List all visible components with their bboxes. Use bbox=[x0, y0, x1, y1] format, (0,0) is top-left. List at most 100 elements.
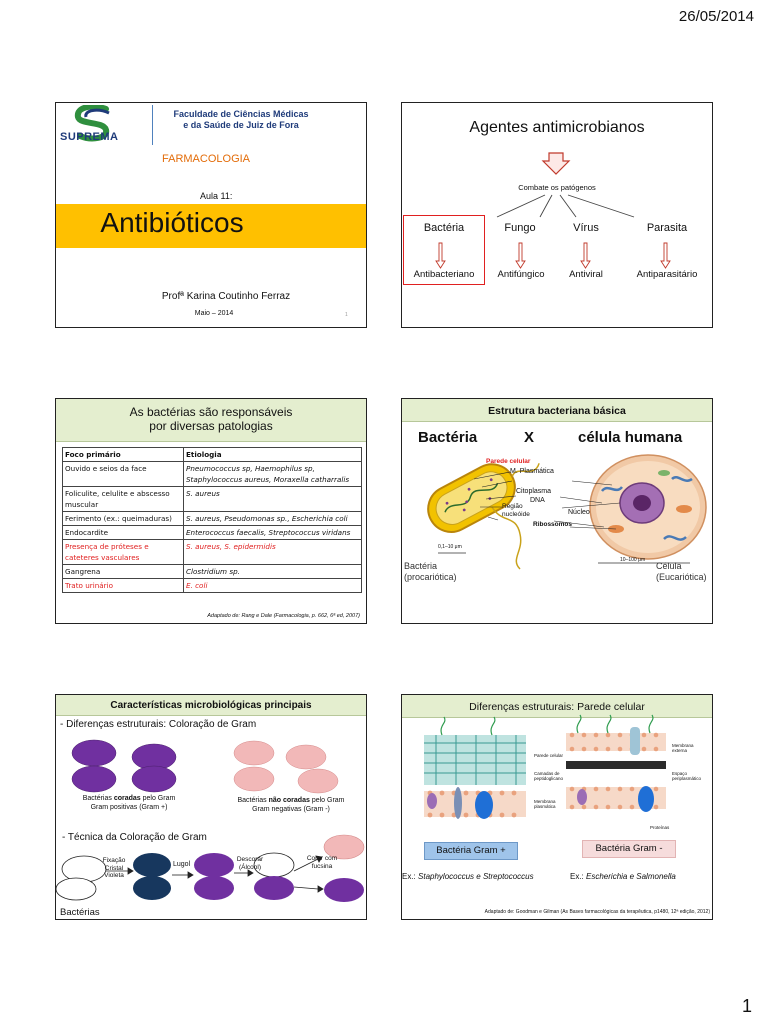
label-plasma-membrane: Membrana plasmática bbox=[534, 799, 556, 809]
examples-prefix: Ex.: bbox=[570, 872, 587, 881]
category-bacteria: Bactéria bbox=[423, 222, 465, 234]
table-row: Gangrena Clostridium sp. bbox=[62, 564, 362, 579]
step-label-decolorize: Descorar (Álcool) bbox=[230, 856, 270, 871]
gram-header-band bbox=[56, 695, 366, 716]
label-cytoplasm: Citoplasma bbox=[516, 488, 552, 495]
bacteria-footer: Bactérias bbox=[60, 907, 100, 918]
branch-virus bbox=[559, 194, 577, 218]
subject: FARMACOLOGIA bbox=[162, 153, 251, 165]
pathologies-title-line1: As bactérias são responsáveis bbox=[129, 405, 293, 419]
versus-symbol: X bbox=[524, 429, 535, 446]
slide-date: Maio – 2014 bbox=[194, 310, 234, 317]
bacteria-caption-name: Bactéria bbox=[404, 561, 438, 571]
title-banner bbox=[56, 204, 366, 248]
pathologies-title-line2: por diversas patologias bbox=[149, 419, 273, 433]
gram-positive-caption: Bactérias coradas pelo Gram Gram positiv… bbox=[64, 794, 194, 812]
step-cell-violet bbox=[133, 853, 171, 877]
table-cell-foco: Ferimento (ex.: queimaduras) bbox=[62, 511, 184, 526]
table-cell-foco: Foliculite, celulite e abscesso muscular bbox=[62, 486, 184, 512]
pathologies-table: Foco primário Etiologia Ouvido e seios d… bbox=[62, 447, 362, 593]
agent-antiviral: Antiviral bbox=[569, 269, 603, 280]
bacteria-scale-label: 0,1–10 μm bbox=[438, 544, 462, 550]
gram-positive-examples: Ex.: Staphylococcus e Streptococcus bbox=[402, 872, 534, 881]
bacteria-heading: Bactéria bbox=[418, 429, 478, 446]
human-cell-heading: célula humana bbox=[578, 429, 683, 446]
small-arrow-3 bbox=[580, 242, 591, 269]
slide-gram-staining: Características microbiológicas principa… bbox=[55, 694, 367, 920]
label-ribosomes: Ribossomos bbox=[533, 521, 573, 528]
logo-text: SUPREMA bbox=[60, 131, 119, 143]
caption-text: Bactérias bbox=[237, 797, 269, 804]
step-label-line: Corar com bbox=[306, 855, 338, 862]
label-cell-wall: Parede celular bbox=[486, 458, 531, 465]
gram-negative-cell bbox=[285, 744, 327, 770]
gram-negative-examples: Ex.: Escherichia e Salmonella bbox=[570, 872, 676, 881]
table-row: Ouvido e seios da face Pneumococcus sp, … bbox=[62, 461, 362, 487]
agent-antifungal: Antifúngico bbox=[497, 269, 545, 280]
step-label-lugol: Lugol bbox=[173, 861, 191, 868]
agent-antibacterial: Antibacteriano bbox=[413, 269, 475, 280]
arrows-diagram bbox=[435, 152, 671, 269]
table-cell-foco: Endocardite bbox=[62, 525, 184, 540]
slide-number: 1 bbox=[345, 312, 348, 318]
step-cell-violet bbox=[133, 876, 171, 900]
bacteria-highlight-box bbox=[403, 215, 485, 285]
step-cell-lugol bbox=[194, 853, 234, 877]
wall-header-band bbox=[402, 695, 712, 718]
gram-negative-box: Bactéria Gram - bbox=[582, 840, 676, 858]
institution-name: Faculdade de Ciências Médicas e da Saúde… bbox=[156, 109, 326, 131]
gram-negative-cell bbox=[233, 766, 275, 792]
page-number: 1 bbox=[741, 996, 752, 1016]
step-label-line: (Álcool) bbox=[238, 863, 262, 871]
label-peptidoglycan: Camadas de peptidoglicano bbox=[534, 771, 564, 781]
caption-text: pelo Gram bbox=[140, 795, 176, 802]
pathologies-title: As bactérias são responsáveis por divers… bbox=[56, 405, 366, 433]
label-dna: DNA bbox=[530, 497, 545, 504]
label-periplasmic-space: Espaço periplasmático bbox=[672, 771, 702, 781]
category-virus: Vírus bbox=[573, 222, 599, 234]
table-cell-foco: Presença de próteses e cateteres vascula… bbox=[62, 539, 184, 565]
table-row: Endocardite Enterococcus faecalis, Strep… bbox=[62, 525, 362, 540]
table-cell-etiologia: Pneumococcus sp, Haemophilus sp, Staphyl… bbox=[183, 461, 362, 487]
branch-fungus bbox=[539, 194, 553, 218]
slide-main-title: Antibióticos bbox=[100, 207, 244, 238]
table-cell-etiologia: E. coli bbox=[183, 578, 362, 593]
step-label-fuchsin: Corar com fucsina bbox=[300, 855, 344, 870]
gram-point-structural: - Diferenças estruturais: Coloração de G… bbox=[60, 719, 257, 730]
branch-bacteria bbox=[496, 194, 546, 218]
label-nucleoid: Região nucleóide bbox=[502, 503, 530, 518]
down-arrow-main bbox=[541, 152, 571, 175]
step-cell-fuchsin bbox=[324, 878, 364, 902]
gram-negative-cell bbox=[233, 740, 275, 766]
table-row: Trato urinário E. coli bbox=[62, 578, 362, 593]
label-cell-wall: Parede celular bbox=[534, 753, 564, 758]
slide-bacterial-structure: Estrutura bacteriana básica Bactéria X c… bbox=[401, 398, 713, 624]
label-outer-membrane: Membrana externa bbox=[672, 743, 694, 753]
step-label-line: Violeta bbox=[104, 872, 124, 879]
small-arrow-4 bbox=[660, 242, 671, 269]
flagellum bbox=[491, 506, 522, 570]
institution-line1: Faculdade de Ciências Médicas bbox=[173, 109, 309, 119]
bacteria-caption: Bactéria (procariótica) bbox=[404, 561, 457, 583]
examples-species: Staphylococcus e Streptococcus bbox=[418, 872, 534, 881]
slide-title: SUPREMA Faculdade de Ciências Médicas e … bbox=[55, 102, 367, 328]
lesson-number: Aula 11: bbox=[200, 191, 233, 201]
gram-cells-diagram bbox=[56, 739, 365, 902]
cell-wall-diagram bbox=[424, 714, 666, 819]
table-row: Foliculite, celulite e abscesso muscular… bbox=[62, 486, 362, 512]
cell-scale-label: 10–100 μm bbox=[620, 557, 646, 563]
slide-cell-wall: Diferenças estruturais: Parede celular bbox=[401, 694, 713, 920]
step-label-fixation: Fixação Cristal Violeta bbox=[92, 857, 136, 880]
label-proteins: Proteínas bbox=[650, 825, 670, 830]
table-cell-etiologia: S. aureus, Pseudomonas sp., Escherichia … bbox=[183, 511, 362, 526]
table-cell-foco: Trato urinário bbox=[62, 578, 184, 593]
wall-header: Diferenças estruturais: Parede celular bbox=[469, 701, 645, 713]
step-label-line: Descorar bbox=[236, 856, 264, 863]
pathologies-header-band bbox=[56, 399, 366, 442]
agents-title: Agentes antimicrobianos bbox=[469, 119, 645, 136]
table-row: Presença de próteses e cateteres vascula… bbox=[62, 539, 362, 565]
caption-bold: não coradas bbox=[268, 797, 310, 804]
cell-illustration bbox=[427, 454, 707, 570]
structure-header-band bbox=[402, 399, 712, 422]
slide-antimicrobial-agents: Agentes antimicrobianos Combate os patóg… bbox=[401, 102, 713, 328]
